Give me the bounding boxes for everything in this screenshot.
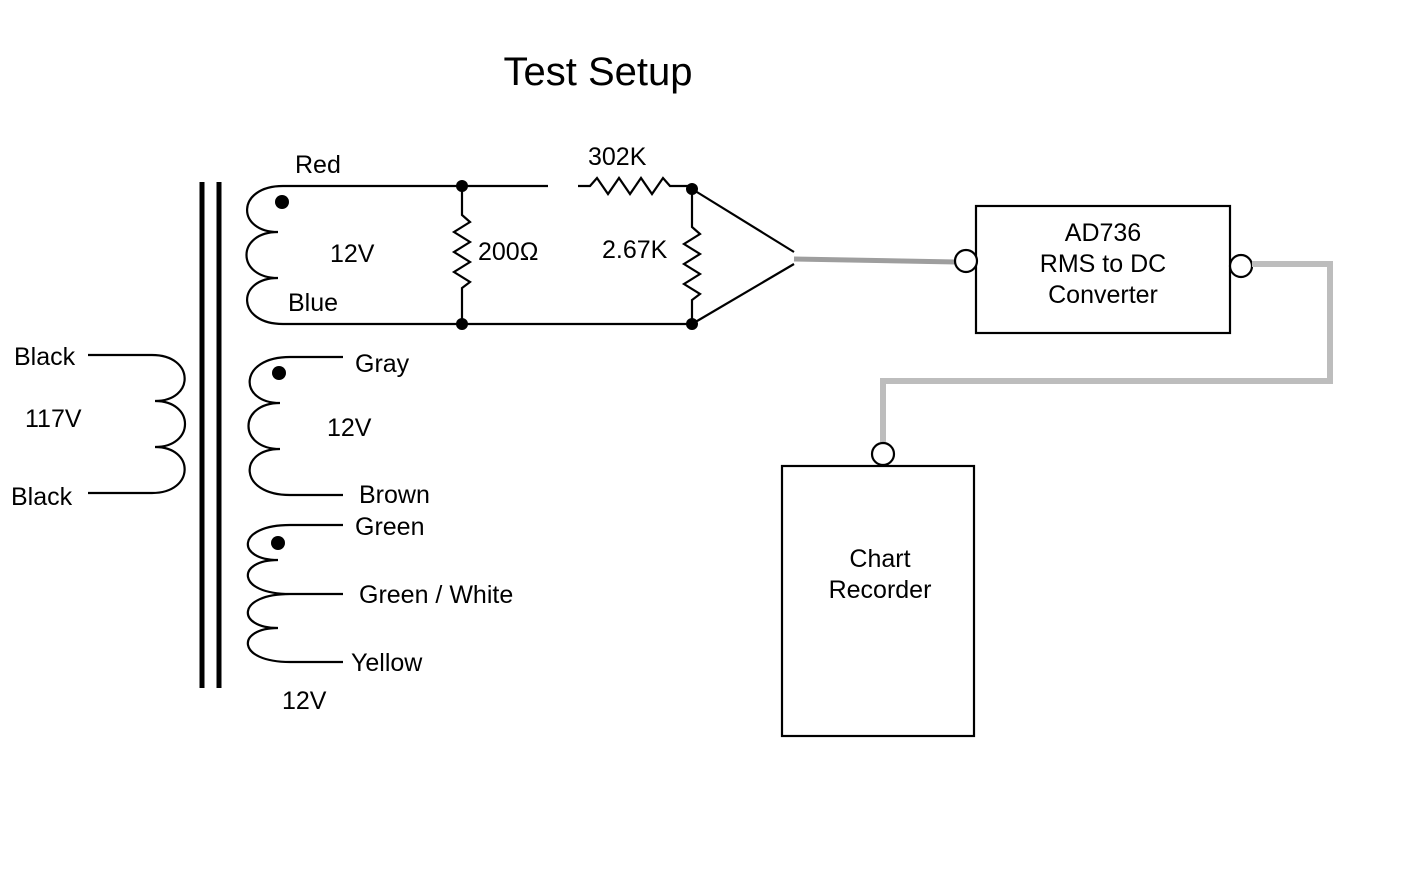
secondary3-top-lead-label: Green	[355, 513, 424, 541]
primary-winding	[88, 353, 187, 495]
signal-wire-output	[880, 261, 1333, 442]
secondary1-top-lead-label: Red	[295, 151, 341, 179]
recorder-input-port	[870, 441, 896, 467]
secondary1-voltage-label: 12V	[330, 240, 375, 268]
converter-output-port	[1228, 253, 1254, 279]
polarity-dot	[272, 366, 286, 380]
secondary3-bottom-lead-label: Yellow	[351, 649, 423, 677]
converter-label-line2: RMS to DC	[1040, 250, 1166, 278]
secondary-winding-1	[245, 184, 692, 326]
polarity-dot	[271, 536, 285, 550]
secondary3-voltage-label: 12V	[282, 687, 327, 715]
converter-label-line1: AD736	[1065, 219, 1141, 247]
secondary-winding-3	[246, 523, 343, 664]
shunt-resistor-label: 2.67K	[602, 236, 668, 264]
converter-label-line3: Converter	[1048, 281, 1158, 309]
polarity-dot	[275, 195, 289, 209]
shunt-resistor	[681, 183, 703, 330]
secondary1-bottom-lead-label: Blue	[288, 289, 338, 317]
primary-voltage-label: 117V	[25, 405, 82, 433]
series-resistor	[578, 176, 692, 196]
secondary2-bottom-lead-label: Brown	[359, 481, 430, 509]
diagram-title: Test Setup	[503, 50, 692, 94]
secondary2-top-lead-label: Gray	[355, 350, 410, 378]
chart-recorder-block	[780, 441, 976, 738]
converter-input-port	[953, 248, 979, 274]
recorder-label-line1: Chart	[849, 545, 910, 573]
secondary-winding-2	[247, 355, 343, 497]
secondary2-voltage-label: 12V	[327, 414, 372, 442]
series-resistor-label: 302K	[588, 143, 647, 171]
rms-converter-block	[953, 204, 1254, 335]
recorder-label-line2: Recorder	[829, 576, 932, 604]
load-resistor-label: 200Ω	[478, 238, 538, 266]
signal-wire-input	[793, 256, 957, 265]
transformer-core	[199, 182, 222, 688]
probe-triangle	[691, 188, 795, 325]
load-resistor	[451, 180, 473, 330]
primary-bottom-lead-label: Black	[11, 483, 73, 511]
secondary3-center-tap-label: Green / White	[359, 581, 513, 609]
primary-top-lead-label: Black	[14, 343, 76, 371]
